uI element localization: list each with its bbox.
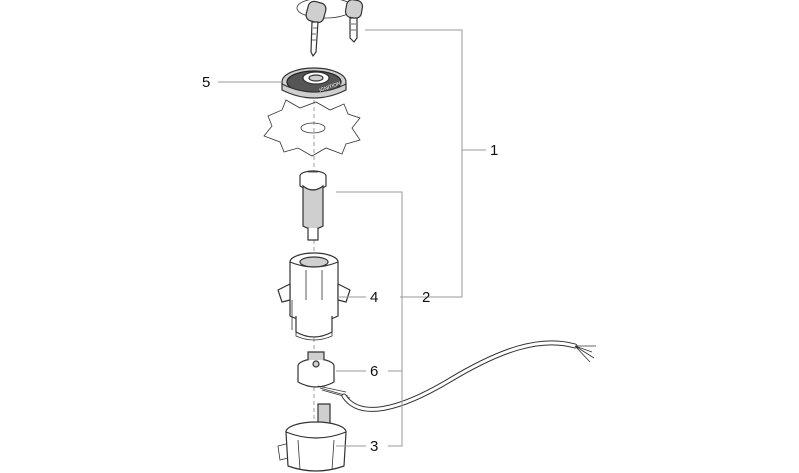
retaining-sleeve	[277, 403, 347, 472]
key-set	[296, 0, 364, 57]
leader-lines	[218, 29, 486, 447]
key-left	[305, 0, 327, 57]
ignition-switch	[297, 351, 351, 399]
gasket	[263, 99, 361, 157]
key-right	[344, 0, 364, 43]
callout-1: 1	[490, 142, 498, 159]
callout-3: 3	[370, 438, 378, 455]
callout-4: 4	[370, 289, 378, 306]
lock-housing	[277, 252, 351, 341]
wire-ends	[574, 345, 596, 363]
ignition-ring: IGNITION	[281, 67, 347, 99]
callout-5: 5	[202, 74, 210, 91]
lock-cylinder	[299, 170, 327, 241]
callout-2: 2	[422, 289, 430, 306]
callout-6: 6	[370, 363, 378, 380]
